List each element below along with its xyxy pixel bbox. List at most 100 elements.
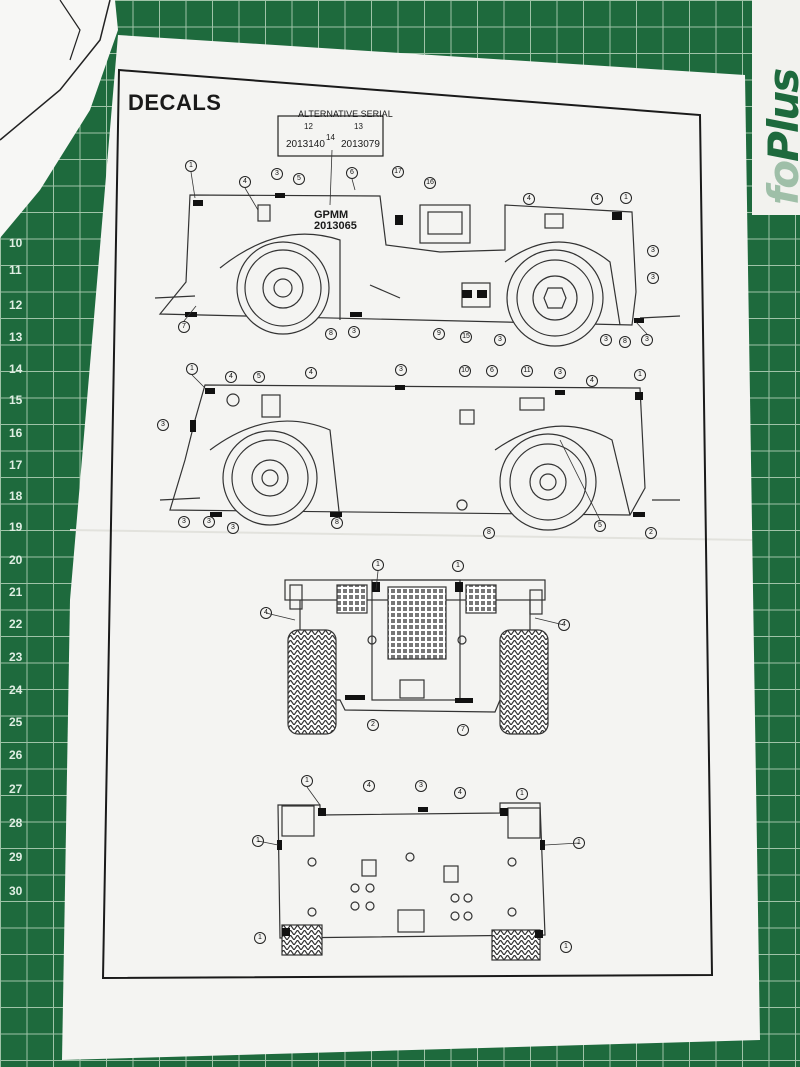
callout-number: 3	[182, 518, 186, 525]
ruler-number: 10	[9, 236, 23, 250]
callout-number: 5	[598, 522, 602, 529]
callout-number: 1	[638, 371, 642, 378]
callout-number: 5	[297, 175, 301, 182]
callout-number: 1	[564, 943, 568, 950]
callout-number: 1	[624, 194, 628, 201]
ruler-number: 11	[9, 263, 22, 277]
ruler-number: 24	[9, 683, 23, 697]
side-view-2-decal-marks	[190, 385, 645, 517]
callout-number: 2	[649, 529, 653, 536]
mat-brand-panel	[752, 0, 800, 215]
front-view	[284, 579, 549, 735]
ruler-number: 21	[9, 585, 23, 599]
ruler-number: 19	[9, 520, 23, 534]
callout-number: 3	[498, 336, 502, 343]
ruler-number: 14	[9, 362, 23, 376]
ruler-number: 12	[9, 298, 23, 312]
callout-number: 15	[462, 333, 470, 340]
callout-number: 8	[329, 330, 333, 337]
paper-fold	[69, 529, 753, 541]
callout-number: 4	[527, 195, 531, 202]
callout-number: 10	[461, 367, 469, 374]
paper-sheet	[62, 35, 760, 1060]
ruler-number: 23	[9, 650, 23, 664]
callout-number: 1	[256, 837, 260, 844]
callout-number: 4	[595, 195, 599, 202]
callout-number: 3	[161, 421, 165, 428]
callout-number: 3	[645, 336, 649, 343]
callout-number: 3	[231, 524, 235, 531]
callout-leaders	[183, 149, 648, 846]
callout-number: 1	[190, 365, 194, 372]
ruler-number: 27	[9, 782, 23, 796]
side-view-2	[159, 384, 680, 531]
serial-callout-right: 13	[354, 122, 363, 131]
callout-number: 8	[335, 519, 339, 526]
callout-number: 3	[419, 782, 423, 789]
callout-number: 1	[258, 934, 262, 941]
callout-number: 1	[305, 777, 309, 784]
callout-number: 7	[461, 726, 465, 733]
top-view-decal-marks	[277, 807, 545, 938]
callout-number: 11	[523, 367, 531, 374]
paper-scrap	[0, 0, 118, 238]
callout-number: 8	[487, 529, 491, 536]
callout-number: 1	[456, 562, 460, 569]
callout-number: 4	[562, 621, 566, 628]
serial-callout-center: 14	[326, 133, 335, 142]
serial-callout-left: 12	[304, 122, 313, 131]
callout-number: 3	[207, 518, 211, 525]
serial-box-heading: ALTERNATIVE SERIAL	[298, 109, 393, 119]
callout-number: 4	[243, 178, 247, 185]
callout-number: 4	[229, 373, 233, 380]
callout-number: 4	[264, 609, 268, 616]
callout-number: 3	[399, 366, 403, 373]
side-view-1	[154, 194, 681, 347]
ruler-number: 29	[9, 850, 23, 864]
ruler-number: 16	[9, 426, 23, 440]
callout-number: 3	[352, 328, 356, 335]
callout-number: 17	[394, 168, 402, 175]
callout-number: 4	[309, 369, 313, 376]
ruler-number: 25	[9, 715, 23, 729]
serial-number-left: 2013140	[286, 139, 325, 150]
callout-number: 7	[182, 323, 186, 330]
side-view-1-decal-marks	[185, 193, 644, 323]
ruler-number: 26	[9, 748, 23, 762]
ruler-number: 13	[9, 330, 23, 344]
callout-number: 1	[376, 561, 380, 568]
serial-number-right: 2013079	[341, 139, 380, 150]
callout-number: 1	[189, 162, 193, 169]
callout-number: 1	[577, 839, 581, 846]
callout-markers	[157, 160, 659, 953]
callout-number: 4	[458, 789, 462, 796]
ruler-number: 15	[9, 393, 23, 407]
callout-number: 5	[257, 373, 261, 380]
callout-number: 4	[367, 782, 371, 789]
sheet-border	[101, 68, 714, 980]
ruler-number: 28	[9, 816, 23, 830]
ruler-number: 20	[9, 553, 23, 567]
ruler-number: 18	[9, 489, 23, 503]
ruler-number: 17	[9, 458, 23, 472]
ruler-number: 22	[9, 617, 23, 631]
callout-number: 9	[437, 330, 441, 337]
callout-number: 8	[623, 338, 627, 345]
serial-box	[277, 115, 384, 157]
callout-number: 3	[651, 247, 655, 254]
callout-number: 3	[275, 170, 279, 177]
callout-number: 6	[490, 367, 494, 374]
callout-number: 4	[590, 377, 594, 384]
vehicle-marking-line1: GPMM	[314, 209, 349, 221]
callout-number: 1	[520, 790, 524, 797]
callout-number: 2	[371, 721, 375, 728]
callout-number: 3	[604, 336, 608, 343]
callout-number: 16	[426, 179, 434, 186]
callout-number: 3	[651, 274, 655, 281]
page-title: DECALS	[128, 90, 222, 115]
callout-number: 6	[350, 169, 354, 176]
callout-number: 3	[558, 369, 562, 376]
ruler-number: 30	[9, 884, 23, 898]
vehicle-marking-line2: 2013065	[314, 220, 357, 232]
